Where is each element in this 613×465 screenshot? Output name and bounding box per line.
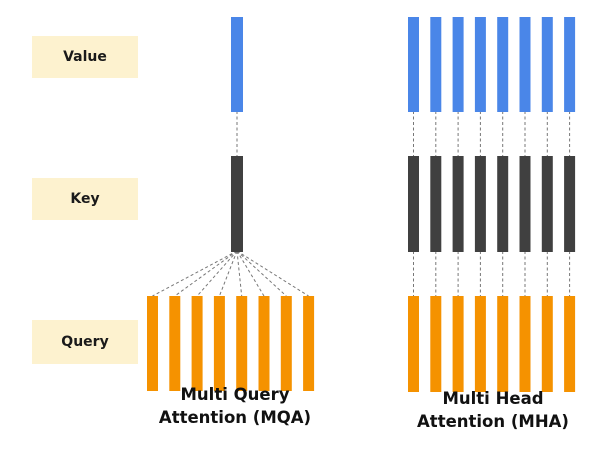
mha-key-bar-8 [564, 156, 576, 252]
mha-caption: Multi Head Attention (MHA) [388, 387, 598, 433]
mha-caption-line2: Attention (MHA) [417, 412, 569, 431]
mha-key-bar-2 [430, 156, 442, 252]
mqa-query-bar-6 [258, 296, 270, 391]
mha-caption-line1: Multi Head [442, 389, 544, 408]
mha-value-bar-5 [497, 17, 509, 112]
value-label: Value [32, 36, 138, 78]
mha-key-bar-3 [452, 156, 464, 252]
mqa-key-query-connector-7 [236, 250, 287, 297]
mqa-value-bar [231, 17, 243, 112]
mha-key-bar-4 [474, 156, 486, 252]
mqa-query-bar-3 [191, 296, 203, 391]
query-label: Query [32, 320, 138, 364]
mha-query-bar-4 [474, 296, 486, 392]
mha-query-bar-2 [430, 296, 442, 392]
mqa-query-bar-4 [213, 296, 225, 391]
mha-value-bar-4 [474, 17, 486, 112]
mqa-query-bar-5 [236, 296, 248, 391]
mha-value-bar-2 [430, 17, 442, 112]
mha-key-bar-1 [408, 156, 419, 252]
mqa-query-bar-2 [169, 296, 181, 391]
query-label-text: Query [61, 334, 109, 350]
mha-value-bar-7 [541, 17, 553, 112]
mqa-key-query-connector-5 [236, 250, 243, 297]
mha-value-bar-6 [519, 17, 531, 112]
mha-key-bar-5 [497, 156, 509, 252]
mqa-key-query-connector-1 [152, 250, 238, 297]
mha-query-bar-7 [541, 296, 553, 392]
value-label-text: Value [63, 49, 107, 65]
mqa-key-query-connector-2 [174, 250, 238, 297]
mqa-caption-line1: Multi Query [180, 385, 290, 404]
mqa-caption-line2: Attention (MQA) [158, 408, 312, 427]
mha-key-bar-7 [541, 156, 553, 252]
mqa-key-bar [231, 156, 243, 252]
mqa-caption: Multi Query Attention (MQA) [130, 383, 340, 429]
mha-value-bar-8 [564, 17, 576, 112]
mha-query-bar-6 [519, 296, 531, 392]
mha-value-bar-3 [452, 17, 464, 112]
mha-key-bar-6 [519, 156, 531, 252]
mha-query-bar-8 [564, 296, 576, 392]
mha-query-bar-1 [408, 296, 419, 392]
mha-query-bar-3 [452, 296, 464, 392]
mqa-query-bar-1 [147, 296, 158, 391]
mqa-key-query-connector-8 [236, 250, 309, 297]
key-label-text: Key [70, 191, 100, 207]
mqa-key-query-connector-3 [196, 250, 238, 297]
mqa-key-query-connector-4 [218, 250, 238, 297]
mqa-key-query-connector-6 [236, 250, 265, 297]
mqa-query-bar-7 [280, 296, 292, 391]
mqa-query-bar-8 [303, 296, 315, 391]
key-label: Key [32, 178, 138, 220]
mha-query-bar-5 [497, 296, 509, 392]
mha-value-bar-1 [408, 17, 419, 112]
